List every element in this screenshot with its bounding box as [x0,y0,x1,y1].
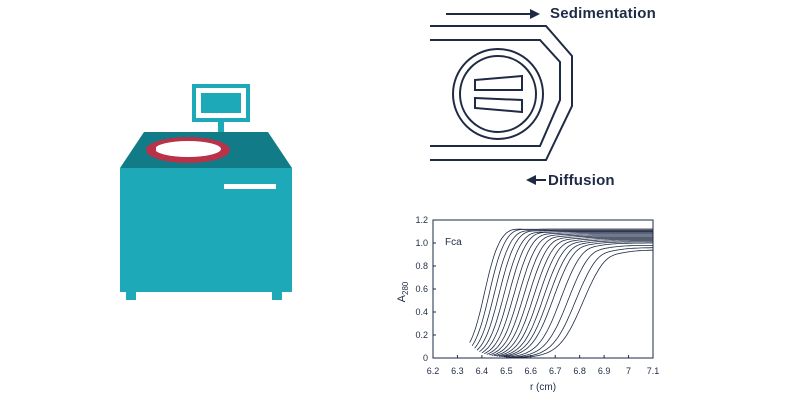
annotation-label: Fca [445,237,462,248]
x-tick-label: 6.3 [451,366,464,376]
boundary-curve-14 [501,240,653,357]
boundary-curve-7 [484,232,653,355]
boundary-curve-4 [476,230,653,351]
boundary-curve-6 [481,231,653,354]
boundary-curve-9 [489,234,653,356]
boundary-curve-18 [511,247,653,358]
x-tick-label: 6.2 [427,366,440,376]
y-tick-label: 1.2 [415,215,428,225]
boundary-curve-16 [506,242,653,358]
arrow-left-icon [526,175,546,185]
boundary-curve-13 [498,239,653,357]
x-tick-label: 6.7 [549,366,562,376]
x-tick-label: 6.5 [500,366,513,376]
sector-lower [474,96,523,114]
sedimentation-label: Sedimentation [550,5,656,22]
x-tick-label: 7 [626,366,631,376]
y-tick-label: 1.0 [415,238,428,248]
machine-foot-left [126,292,136,300]
monitor-icon [192,84,250,134]
y-axis-label-main: A [396,294,408,302]
machine-handle [224,184,276,189]
y-tick-label: 0.6 [415,284,428,294]
y-axis-label-sub: 280 [401,281,410,295]
y-tick-label: 0.4 [415,307,428,317]
boundary-curve-2 [471,228,653,347]
diffusion-label: Diffusion [548,172,615,189]
machine-foot-right [272,292,282,300]
cell-housing [430,25,573,161]
y-tick-label: 0.2 [415,330,428,340]
boundary-curve-12 [496,238,653,357]
y-tick-label: 0 [423,353,428,363]
boundary-curve-10 [491,235,653,356]
rotor-icon [146,137,230,163]
sector-upper [474,74,523,91]
boundary-curve-17 [508,245,653,358]
y-tick-label: 0.8 [415,261,428,271]
boundary-curve-15 [503,241,653,358]
arrow-right-icon [446,9,540,19]
x-tick-label: 7.1 [647,366,660,376]
cell-housing-inner [430,39,561,147]
x-axis-label: r (cm) [530,382,556,393]
boundary-curve-3 [474,230,653,349]
x-tick-label: 6.4 [476,366,489,376]
boundary-curve-11 [494,236,653,357]
y-axis-label: A280 [396,281,410,302]
x-tick-label: 6.9 [598,366,611,376]
x-tick-label: 6.6 [525,366,538,376]
boundary-curve-19 [513,249,653,359]
boundary-curve-8 [486,233,653,355]
x-tick-label: 6.8 [573,366,586,376]
